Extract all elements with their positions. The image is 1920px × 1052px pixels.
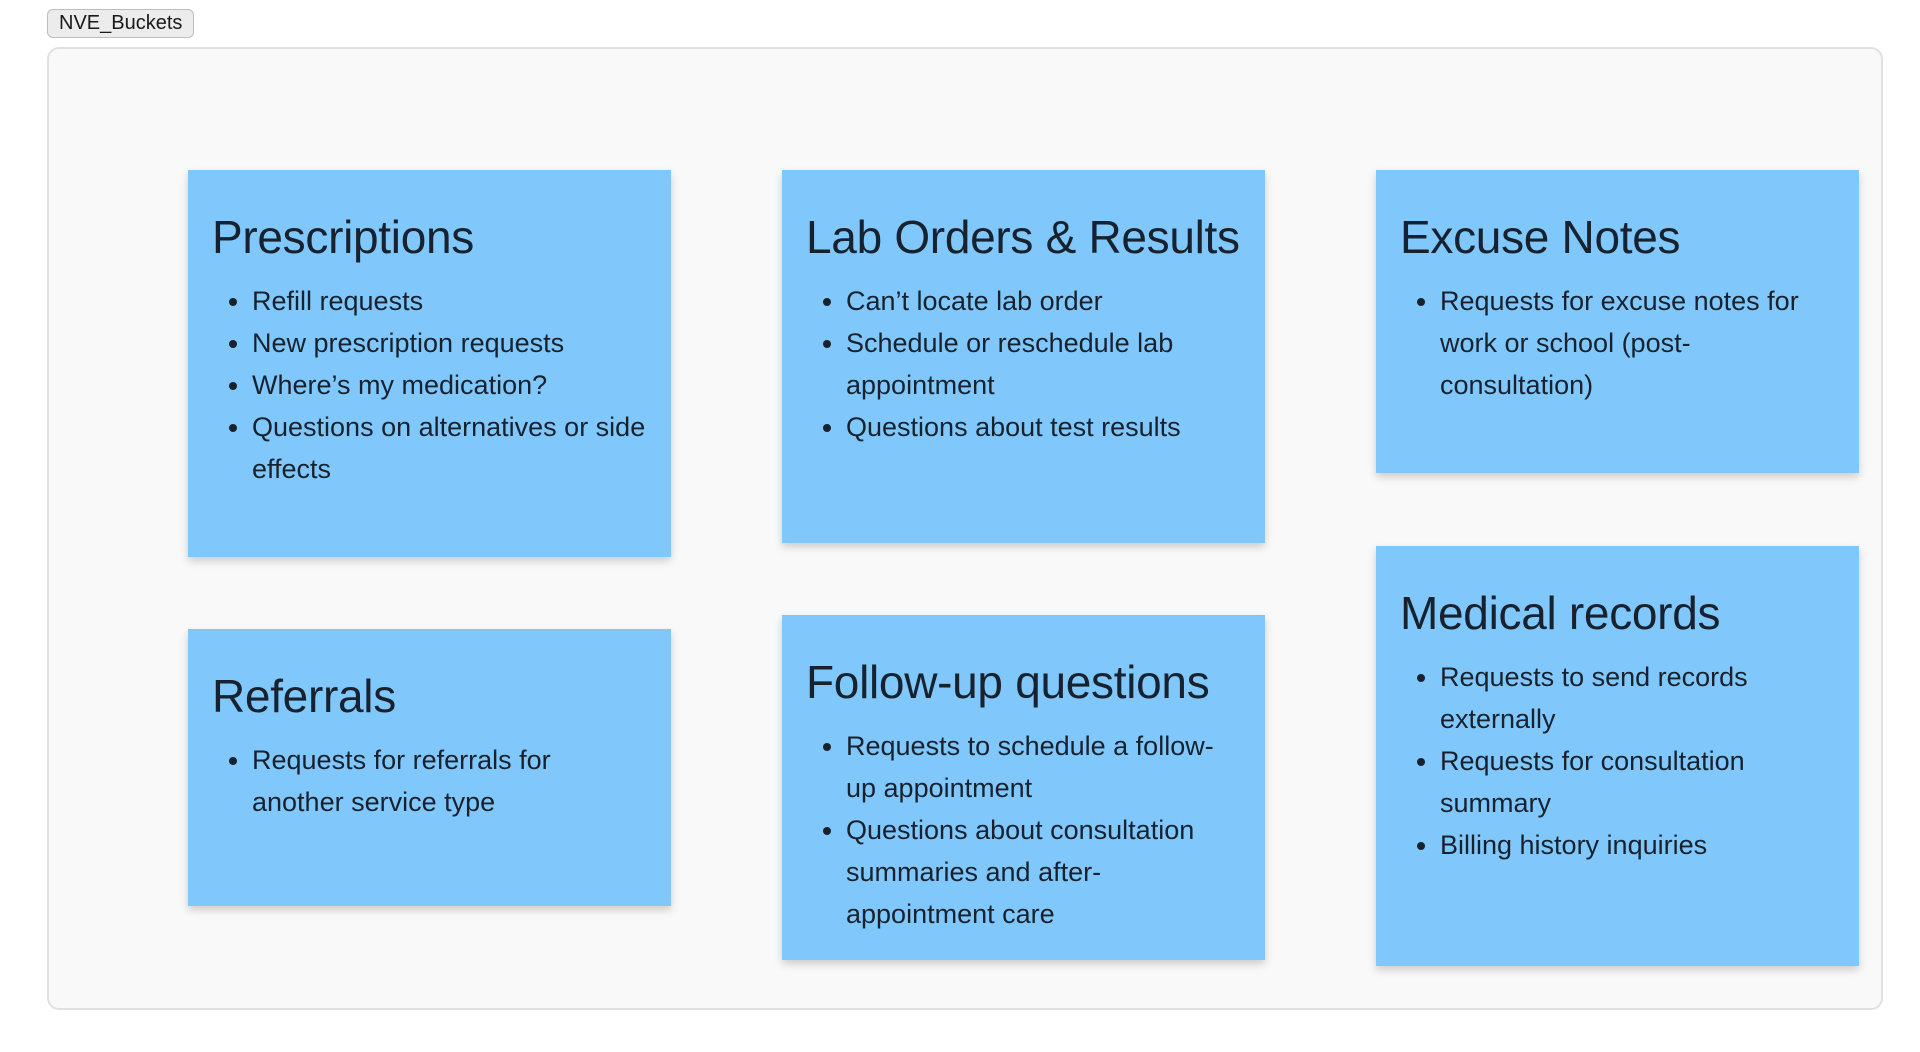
note-bullet-list: Can’t locate lab order Schedule or resch… [806,280,1241,448]
sticky-note-lab-orders[interactable]: Lab Orders & Results Can’t locate lab or… [782,170,1265,543]
sticky-note-prescriptions[interactable]: Prescriptions Refill requests New prescr… [188,170,671,557]
board-frame: Prescriptions Refill requests New prescr… [47,47,1883,1010]
sticky-note-excuse-notes[interactable]: Excuse Notes Requests for excuse notes f… [1376,170,1859,473]
note-bullet-list: Refill requests New prescription request… [212,280,647,490]
list-item: Schedule or reschedule lab appointment [846,322,1241,406]
list-item: Requests for referrals for another servi… [252,739,647,823]
list-item: Where’s my medication? [252,364,647,406]
note-title: Prescriptions [212,211,474,263]
note-bullet-list: Requests to send records externally Requ… [1400,656,1835,866]
list-item: Questions about consultation summaries a… [846,809,1241,935]
note-title: Referrals [212,670,396,722]
note-title: Follow-up questions [806,656,1210,708]
sticky-note-medical-records[interactable]: Medical records Requests to send records… [1376,546,1859,966]
list-item: Questions about test results [846,406,1241,448]
frame-label[interactable]: NVE_Buckets [47,9,195,38]
note-bullet-list: Requests to schedule a follow-up appoint… [806,725,1241,935]
list-item: Billing history inquiries [1440,824,1835,866]
sticky-note-follow-up-questions[interactable]: Follow-up questions Requests to schedule… [782,615,1265,960]
note-bullet-list: Requests for referrals for another servi… [212,739,647,823]
list-item: New prescription requests [252,322,647,364]
list-item: Requests to send records externally [1440,656,1835,740]
sticky-note-referrals[interactable]: Referrals Requests for referrals for ano… [188,629,671,906]
note-title: Excuse Notes [1400,211,1681,263]
note-title: Lab Orders & Results [806,211,1240,263]
list-item: Can’t locate lab order [846,280,1241,322]
note-title: Medical records [1400,587,1721,639]
list-item: Requests to schedule a follow-up appoint… [846,725,1241,809]
list-item: Requests for consultation summary [1440,740,1835,824]
list-item: Refill requests [252,280,647,322]
note-bullet-list: Requests for excuse notes for work or sc… [1400,280,1835,406]
list-item: Questions on alternatives or side effect… [252,406,647,490]
list-item: Requests for excuse notes for work or sc… [1440,280,1835,406]
